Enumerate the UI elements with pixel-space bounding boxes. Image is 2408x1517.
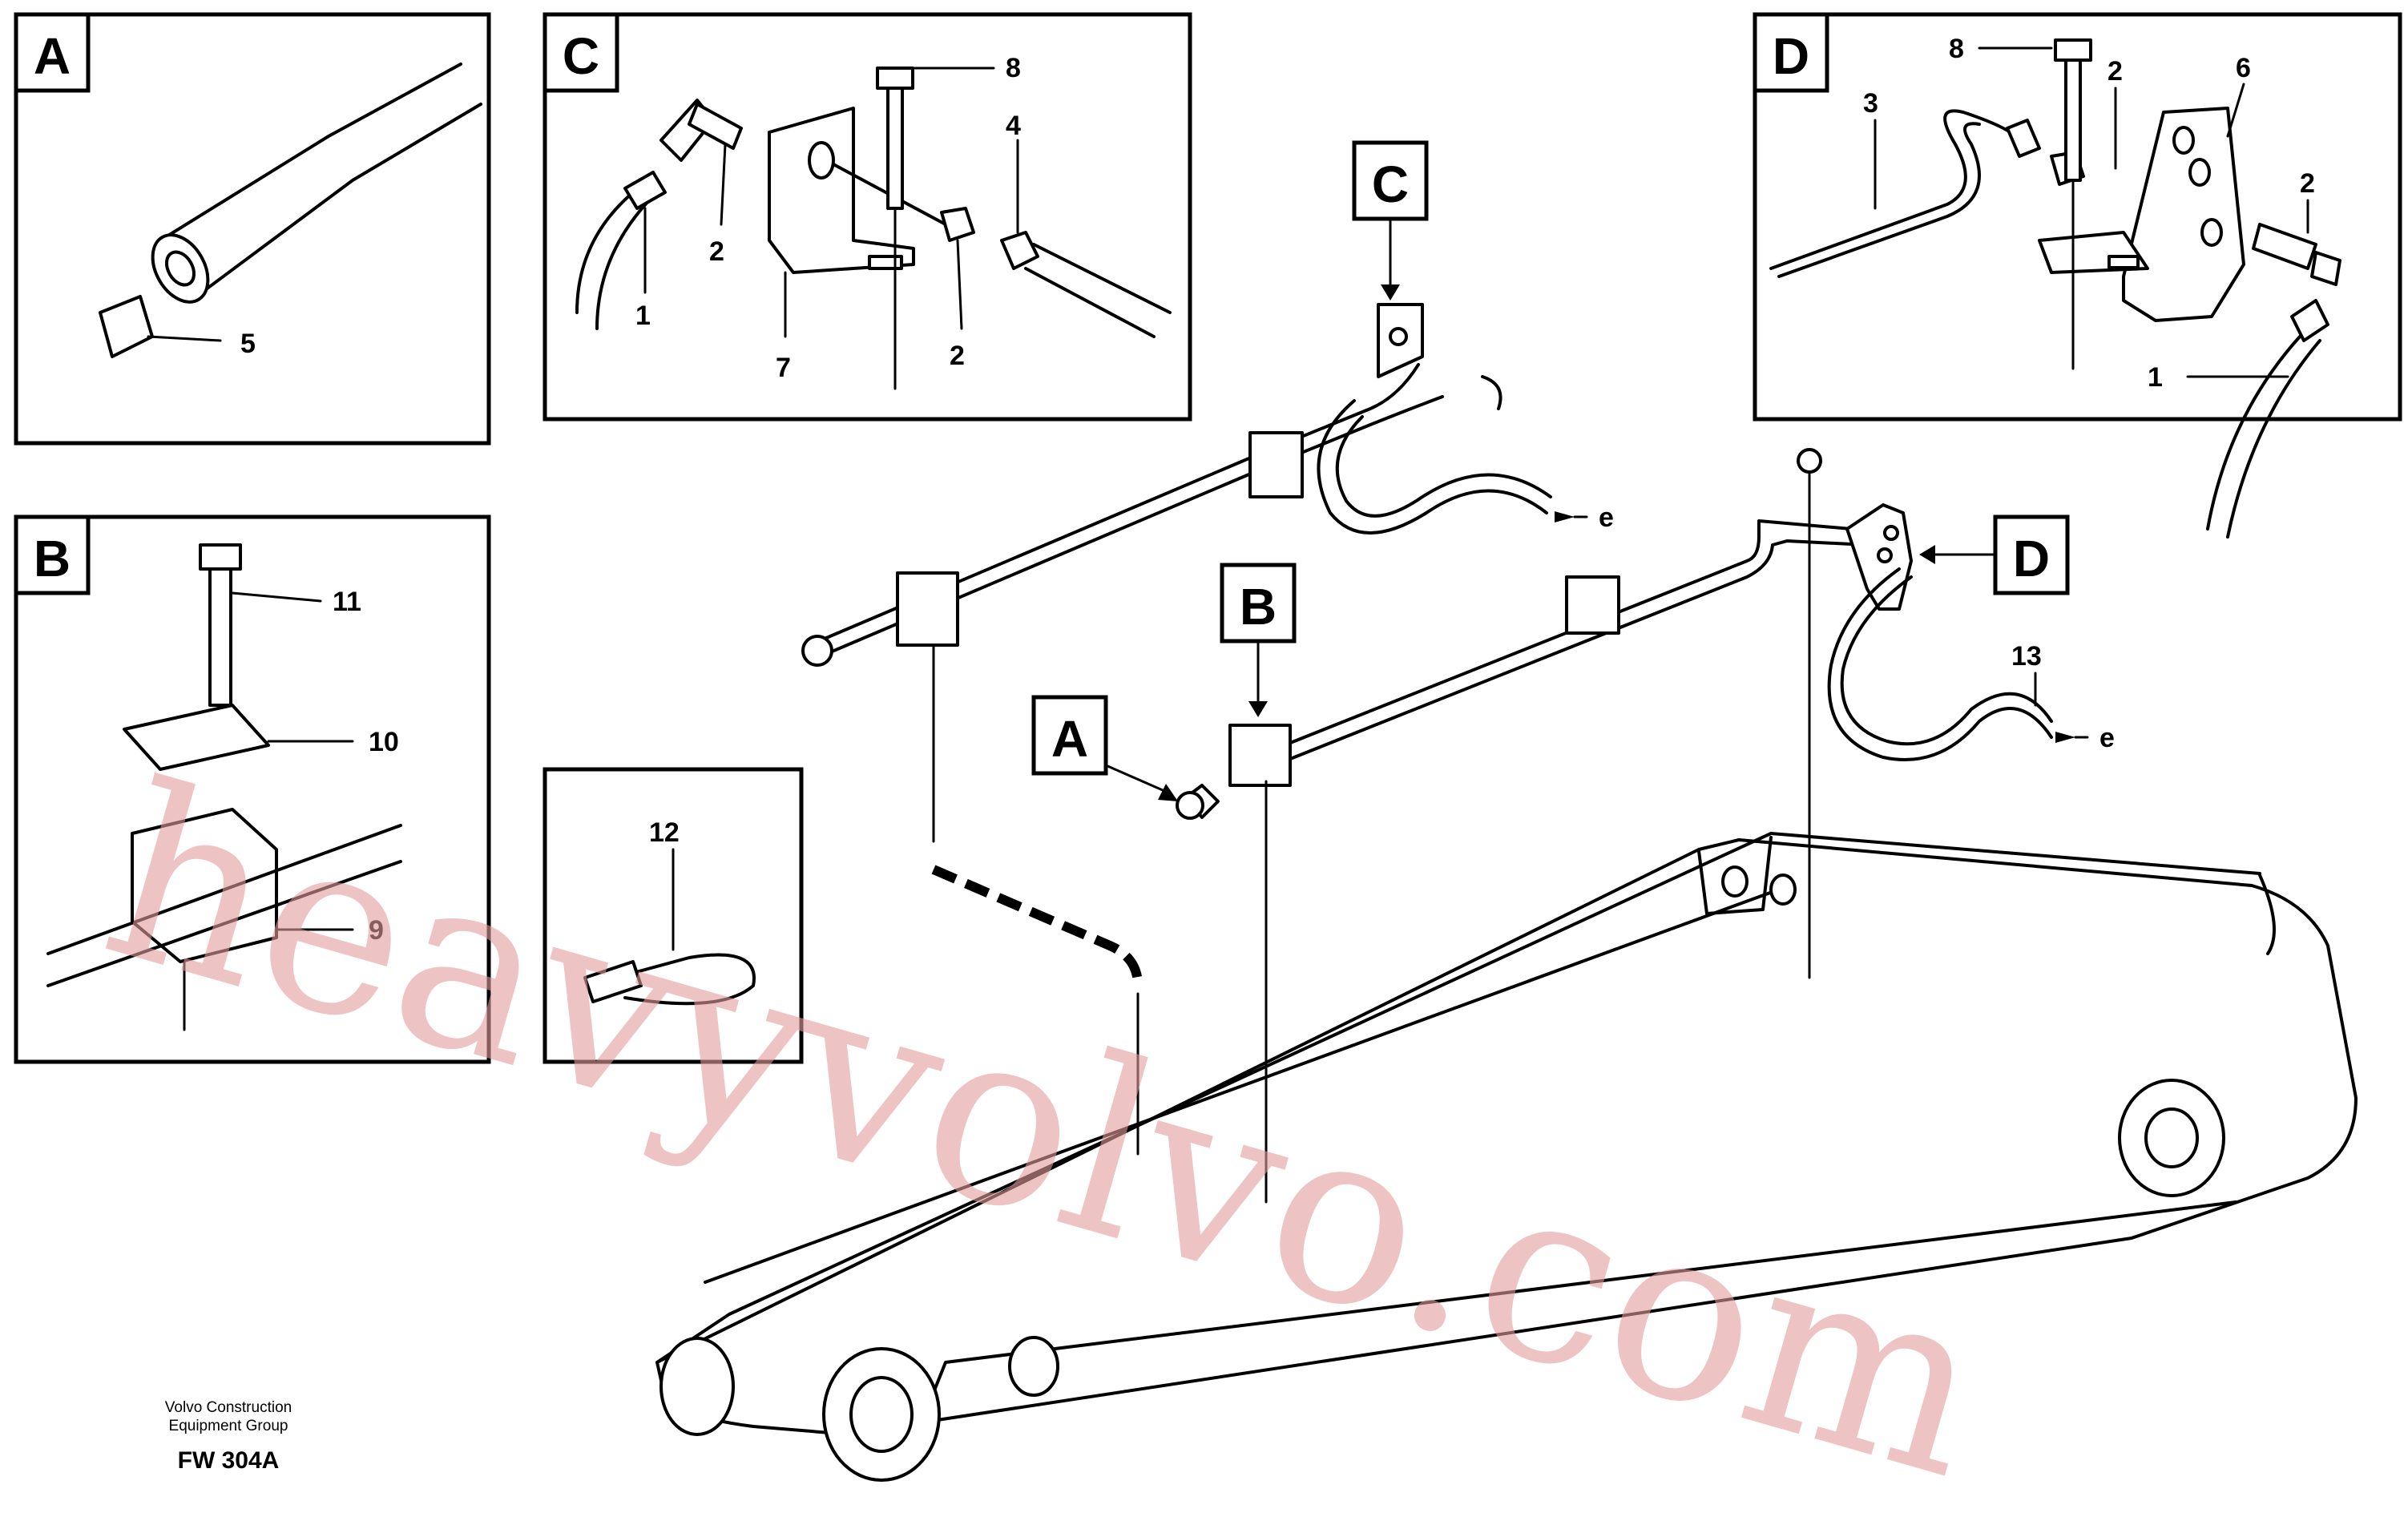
view-d-tag: D [1773,27,1809,85]
callout-d-2b: 2 [2300,168,2315,199]
main-tag-d: D [2013,530,2050,587]
footer-company-line2: Equipment Group [169,1418,288,1434]
view-a-tag: A [34,27,71,85]
callout-b-10: 10 [369,727,399,757]
main-tag-c: C [1372,155,1409,213]
view-a-panel: A 5 [14,12,491,446]
main-tag-a: A [1051,710,1088,768]
callout-c-2a: 2 [709,236,724,267]
callout-d-3: 3 [1863,88,1878,119]
left-hose-line [801,303,1552,667]
view-d-panel: D 8 2 6 3 2 1 [1753,12,2402,539]
main-callout-13: 13 [2011,641,2042,672]
right-hose-line [1176,448,2053,820]
callout-d-2a: 2 [2108,56,2123,87]
view-c-tag: C [563,27,599,85]
callout-tie-12: 12 [649,817,680,848]
footer-figure-code: FW 304A [178,1447,280,1474]
callout-c-2b: 2 [950,341,965,371]
callout-c-4: 4 [1006,111,1021,141]
callout-b-11: 11 [333,587,361,617]
leader-lines [931,471,1811,1204]
callout-c-7: 7 [776,353,791,383]
footer-company-line1: Volvo Construction [165,1399,292,1416]
callout-d-1: 1 [2148,362,2163,393]
view-b-tag: B [34,530,71,587]
view-b-panel: B 11 10 9 [14,514,491,1064]
callout-c-1: 1 [635,301,651,331]
main-tags: C B A D 13 e e [1031,140,2115,801]
callout-b-9: 9 [369,915,384,946]
callout-d-8: 8 [1949,34,1964,64]
callout-c-8: 8 [1006,53,1021,83]
footer: Volvo Construction Equipment Group FW 30… [165,1399,292,1474]
callout-d-6: 6 [2236,53,2251,83]
main-tag-b: B [1240,578,1277,635]
flow-mark-e-upper: e [1599,502,1614,533]
flow-mark-e-lower: e [2099,723,2115,753]
callout-a-5: 5 [240,329,256,359]
view-tie-panel: 12 [543,767,804,1064]
view-c-panel: C 8 4 2 1 7 2 [543,12,1192,422]
boom-arm [655,832,2358,1482]
